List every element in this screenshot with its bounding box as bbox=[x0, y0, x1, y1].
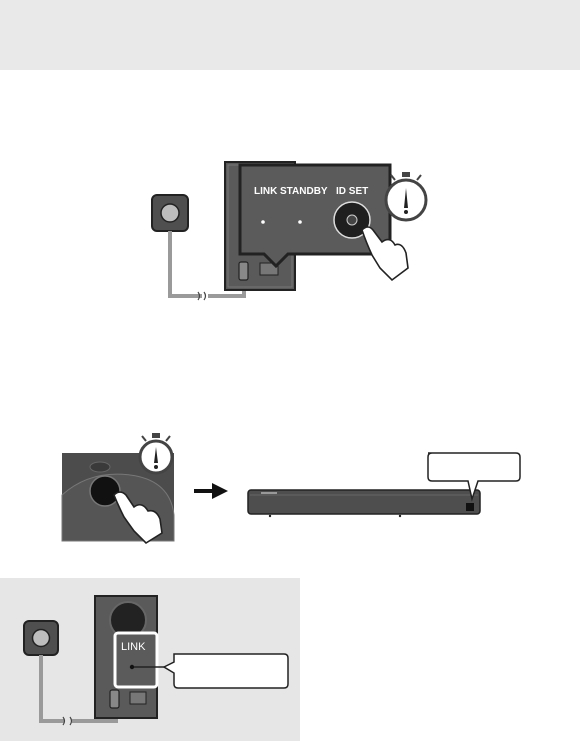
figure-link: LINK bbox=[23, 595, 289, 726]
soundbar-icon bbox=[247, 489, 481, 518]
arrow-right-icon bbox=[194, 483, 228, 499]
wall-outlet-icon bbox=[23, 620, 59, 656]
link-panel-callout: LINK bbox=[113, 631, 159, 689]
id-set-button-icon bbox=[333, 201, 371, 239]
panel-label-link: LINK bbox=[121, 641, 146, 653]
top-band bbox=[0, 0, 580, 70]
panel-label-standby: STANDBY bbox=[280, 186, 328, 197]
figure-remote-soundbar bbox=[61, 433, 521, 545]
wall-outlet-icon bbox=[151, 194, 189, 232]
finger-press-icon bbox=[361, 226, 409, 282]
control-panel-callout: LINK STANDBY ID SET bbox=[238, 163, 392, 269]
panel-label-id-set: ID SET bbox=[336, 186, 368, 197]
stopwatch-icon bbox=[138, 433, 174, 475]
panel-label-link: LINK bbox=[254, 186, 278, 197]
callout-box-icon bbox=[427, 452, 521, 502]
figure-id-set: LINK STANDBY ID SET bbox=[151, 161, 428, 301]
callout-box-icon bbox=[162, 653, 289, 689]
stopwatch-icon bbox=[384, 172, 428, 222]
finger-press-icon bbox=[113, 491, 163, 545]
